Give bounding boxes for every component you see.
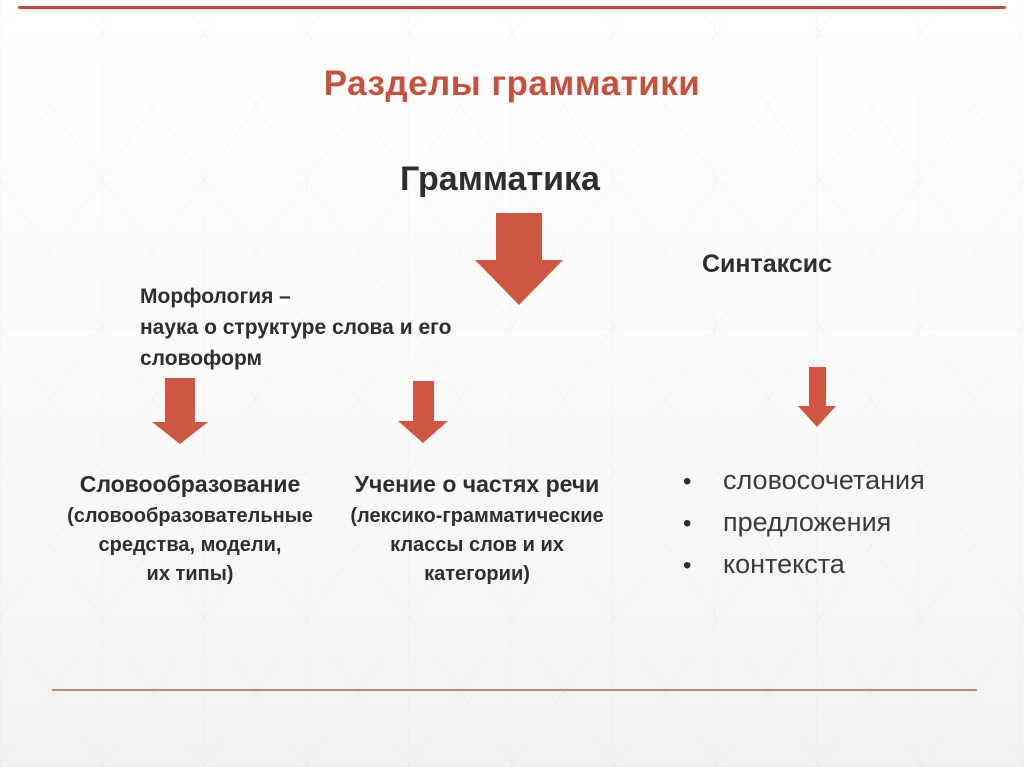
list-item-label: словосочетания (723, 465, 925, 495)
leaf-subtext-line: (словообразовательные (67, 505, 313, 527)
leaf-subtext-line: их типы) (146, 563, 234, 585)
list-item: • предложения (683, 507, 983, 549)
list-item-label: контекста (723, 549, 845, 579)
morphology-line-2: наука о структуре слова и его (140, 316, 452, 339)
morphology-line-3: словоформ (140, 347, 263, 370)
leaf-subtext-line: категории) (424, 563, 530, 585)
bullet-icon: • (683, 510, 692, 537)
leaf-word-formation: Словообразование (словообразовательные с… (55, 469, 325, 589)
down-arrow-icon (475, 213, 563, 305)
leaf-title: Учение о частях речи (354, 471, 600, 497)
leaf-title: Словообразование (79, 471, 301, 497)
bullet-icon: • (683, 552, 692, 579)
morphology-line-1: Морфология – (140, 285, 291, 308)
page-title: Разделы грамматики (323, 64, 701, 103)
list-item: • контекста (683, 549, 983, 591)
leaf-subtext-line: средства, модели, (98, 534, 282, 556)
list-item-label: предложения (723, 507, 892, 537)
down-arrow-icon (152, 378, 208, 444)
syntax-items-list: • словосочетания • предложения • контекс… (683, 465, 983, 591)
morphology-note: Морфология – наука о структуре слова и е… (140, 281, 490, 374)
top-accent-line (18, 6, 1006, 9)
leaf-subtext-line: (лексико-грамматические (350, 505, 604, 527)
root-node-label: Грамматика (400, 160, 600, 198)
down-arrow-icon (398, 381, 448, 443)
leaf-subtext-line: классы слов и их (390, 534, 564, 556)
down-arrow-icon (798, 367, 836, 427)
syntax-branch-label: Синтаксис (701, 250, 833, 278)
list-item: • словосочетания (683, 465, 983, 507)
bullet-icon: • (683, 468, 692, 495)
bottom-rule-line (52, 689, 977, 691)
leaf-parts-of-speech: Учение о частях речи (лексико-грамматиче… (332, 469, 622, 589)
